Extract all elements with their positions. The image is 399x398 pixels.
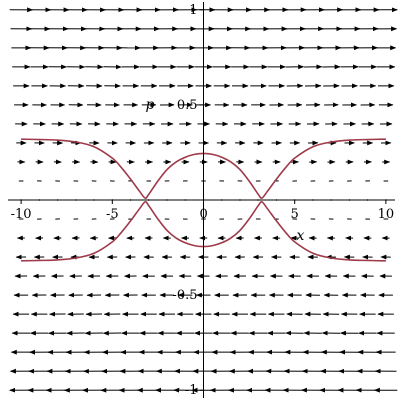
tick-labels: -10 -5 0 5 10 1 0.5 -0.5 -1 [11,3,395,398]
x-tick-label: 5 [291,207,299,222]
axes [8,2,395,398]
y-tick-label: 0.5 [177,98,198,113]
y-tick-label: -1 [185,383,198,398]
y-tick-label: -0.5 [172,288,197,303]
x-tick-label: 10 [378,207,395,222]
y-axis-label: p [146,97,155,113]
x-tick-label: -10 [11,207,32,222]
x-axis-label: x [297,228,305,244]
x-tick-label: 0 [200,207,208,222]
y-tick-label: 1 [189,3,197,18]
x-tick-label: -5 [106,207,119,222]
